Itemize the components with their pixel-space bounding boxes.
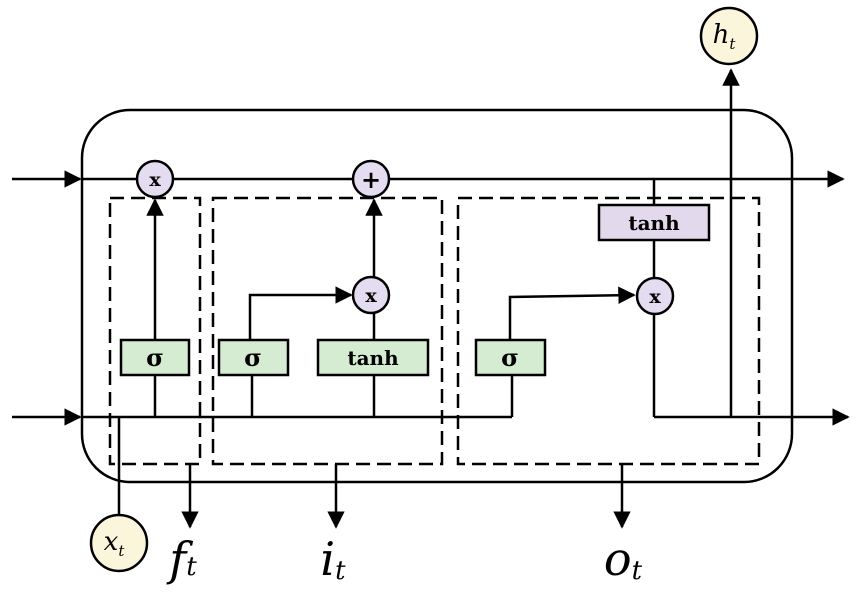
forget-multiply-op: x: [135, 159, 175, 199]
input-gate-label: it: [320, 532, 346, 586]
forget-gate-label: ft: [166, 532, 197, 586]
svg-text:x: x: [149, 169, 161, 191]
output-sigma-to-mult: [508, 286, 636, 340]
hidden-ht-node: ht: [699, 6, 759, 66]
output-gate-region: [456, 196, 761, 466]
svg-text:+: +: [361, 165, 381, 194]
input-tanh-box: tanh: [316, 338, 430, 377]
output-sigma-box: σ: [474, 338, 547, 377]
svg-text:ht: ht: [713, 20, 737, 53]
output-gate-label: ot: [604, 532, 643, 586]
svg-text:σ: σ: [501, 343, 519, 372]
svg-text:x: x: [365, 285, 377, 307]
cell-boundary: [80, 108, 794, 484]
input-xt-node: xt: [89, 513, 149, 573]
cell-add-op: +: [351, 159, 391, 199]
svg-text:x: x: [649, 286, 661, 308]
svg-text:xt: xt: [104, 527, 126, 560]
input-multiply-op: x: [351, 275, 391, 315]
svg-text:tanh: tanh: [347, 346, 399, 370]
input-gate-region: [211, 196, 444, 466]
input-sigma-to-mult: [248, 286, 353, 340]
output-multiply-op: x: [635, 276, 675, 316]
forget-sigma-box: σ: [119, 338, 191, 377]
svg-text:σ: σ: [146, 343, 164, 372]
cell-tanh-box: tanh: [597, 203, 711, 242]
input-sigma-box: σ: [217, 338, 290, 377]
svg-text:tanh: tanh: [628, 211, 680, 235]
svg-text:σ: σ: [244, 343, 262, 372]
